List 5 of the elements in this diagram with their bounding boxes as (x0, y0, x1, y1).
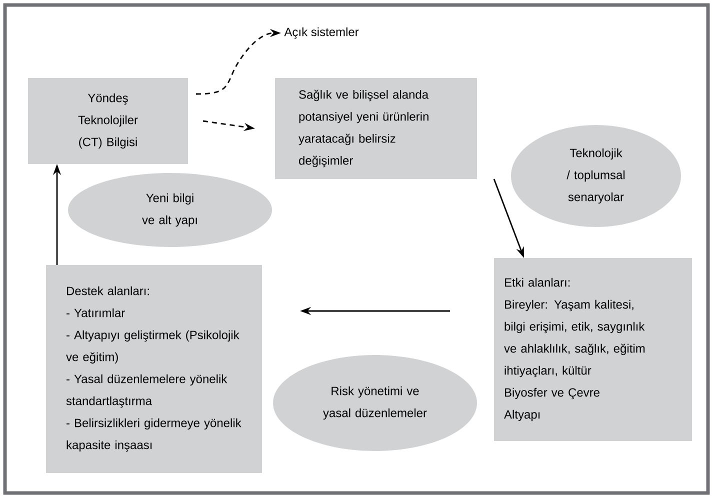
node-label: Açık sistemler (284, 27, 359, 39)
info-box: Sağlık ve bilişsel alanda potansiyel yeni ürünlerin yaratacağı belirsiz değişimler (275, 78, 477, 179)
info-box: Destek alanları: - Yatırımlar - Altyapıyı geliştirmek (Psikolojik ve eğitim) - Yasal düzenlemelere yönelik standartlaştırma - Belirsizlikleri gidermeye yönelik kapasite inşaası (46, 265, 262, 473)
info-box: Yöndeş Teknolojiler (CT) Bilgisi (28, 78, 188, 164)
info-box: Etki alanları: Bireyler: Yaşam kalitesi, bilgi erişimi, etik, saygınlık ve ahlaklılık, sağlık, eğitim ihtiyaçları, kültür Biyosfer ve Çevre Altyapı (494, 258, 692, 441)
